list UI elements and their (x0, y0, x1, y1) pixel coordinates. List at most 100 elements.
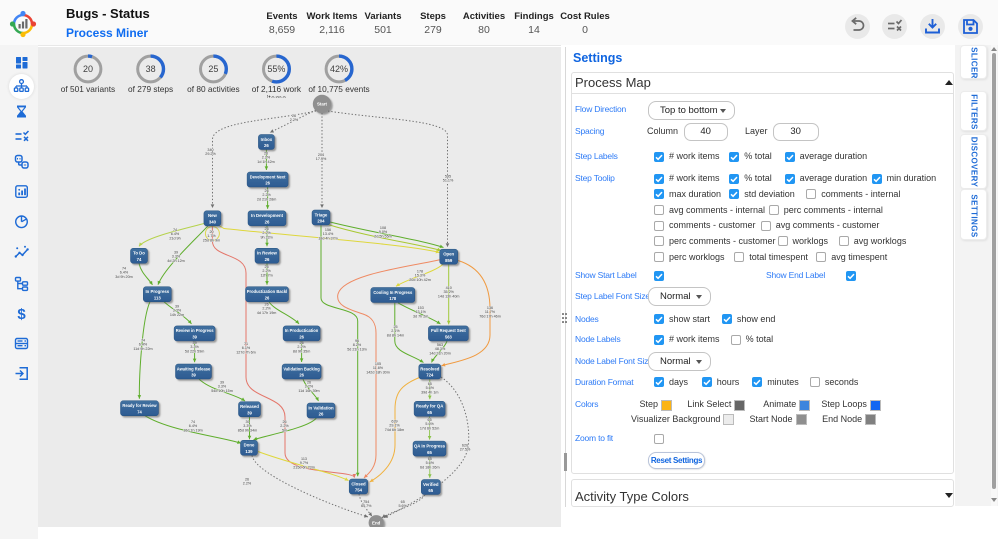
svg-text:25: 25 (208, 64, 218, 74)
svg-text:Validation Backlog: Validation Backlog (283, 366, 320, 371)
svg-text:74: 74 (137, 409, 142, 414)
svg-text:Ready for QA: Ready for QA (416, 404, 443, 409)
svg-text:655.6%: 655.6% (398, 500, 407, 508)
svg-text:204: 204 (317, 219, 325, 224)
svg-text:Open: Open (443, 252, 454, 257)
svg-text:of 279 steps: of 279 steps (128, 84, 173, 94)
svg-text:393.3%14h 22m: 393.3%14h 22m (170, 305, 184, 317)
svg-text:716.1%127d 7h 6m: 716.1%127d 7h 6m (236, 342, 255, 354)
svg-text:of 10,775 events: of 10,775 events (308, 84, 369, 94)
svg-text:393.3%5d 22h 59m: 393.3%5d 22h 59m (185, 341, 204, 353)
svg-text:393.3%4d 2h 12m: 393.3%4d 2h 12m (167, 251, 184, 263)
svg-text:262.2%11d 16h 39m: 262.2%11d 16h 39m (298, 381, 319, 393)
svg-text:26: 26 (299, 373, 304, 378)
svg-text:746.4%21d 9h: 746.4%21d 9h (169, 228, 180, 240)
svg-text:Review in Progress: Review in Progress (176, 328, 214, 333)
svg-text:Closed: Closed (351, 481, 366, 486)
svg-text:655.6%39d 4h 1m: 655.6%39d 4h 1m (421, 382, 438, 394)
svg-text:393.3%85d 9h 34m: 393.3%85d 9h 34m (238, 420, 257, 432)
svg-text:262.2%12h 7m: 262.2%12h 7m (260, 265, 272, 277)
svg-text:65: 65 (427, 450, 432, 455)
svg-text:Awaiting Release: Awaiting Release (177, 366, 211, 371)
svg-text:In Validation: In Validation (308, 405, 334, 410)
svg-text:262.2%5m: 262.2%5m (280, 420, 289, 432)
svg-text:724: 724 (426, 373, 434, 378)
svg-text:In Development: In Development (251, 213, 284, 218)
svg-text:$: $ (17, 306, 26, 322)
svg-text:26: 26 (265, 181, 270, 186)
svg-text:754: 754 (355, 488, 363, 493)
svg-text:of 501 variants: of 501 variants (61, 84, 115, 94)
svg-text:262.2%2d 21h 28m: 262.2%2d 21h 28m (257, 189, 276, 201)
svg-text:of 2,116 work: of 2,116 work (252, 84, 302, 94)
svg-text:Pull Request Sent: Pull Request Sent (431, 328, 466, 333)
svg-text:QA In Progress: QA In Progress (414, 443, 446, 448)
svg-text:26: 26 (265, 295, 270, 300)
svg-text:In Review: In Review (257, 251, 277, 256)
svg-text:Productization Backl: Productization Backl (247, 289, 288, 294)
svg-text:Done: Done (244, 443, 255, 448)
svg-text:Ready for Review: Ready for Review (122, 403, 157, 408)
svg-text:563: 563 (445, 335, 453, 340)
svg-text:201.7%25d 8h 9m: 201.7%25d 8h 9m (203, 230, 220, 242)
svg-text:New: New (208, 213, 217, 218)
svg-text:262.2%4d 17h 19m: 262.2%4d 17h 19m (257, 303, 276, 315)
svg-text:Verified: Verified (423, 482, 439, 487)
svg-text:74: 74 (137, 257, 142, 262)
svg-text:Resolved: Resolved (420, 366, 439, 371)
svg-text:859: 859 (445, 258, 453, 263)
svg-text:113: 113 (154, 295, 162, 300)
svg-text:In Productication: In Productication (285, 328, 319, 333)
svg-text:139: 139 (245, 449, 253, 454)
svg-text:262.2%9h 22m: 262.2%9h 22m (260, 227, 272, 239)
svg-text:55%: 55% (267, 64, 285, 74)
svg-text:746.4%16d 1h 19m: 746.4%16d 1h 19m (183, 420, 202, 432)
svg-text:Inbox: Inbox (261, 137, 273, 142)
svg-text:262.2%8d 9h 35m: 262.2%8d 9h 35m (293, 341, 310, 353)
svg-text:To Do: To Do (133, 251, 145, 256)
svg-text:968.2%5d 21h 13m: 968.2%5d 21h 13m (347, 339, 366, 351)
svg-text:In Progress: In Progress (145, 289, 169, 294)
svg-text:746.4%11d 9h 22m: 746.4%11d 9h 22m (133, 339, 152, 351)
svg-text:Released: Released (240, 404, 259, 409)
svg-text:262.2%: 262.2% (290, 114, 299, 122)
svg-text:746.4%3d 9h 20m: 746.4%3d 9h 20m (115, 267, 132, 279)
svg-text:65: 65 (427, 410, 432, 415)
svg-text:39: 39 (247, 410, 252, 415)
svg-text:655.6%17d 6h 52m: 655.6%17d 6h 52m (420, 418, 439, 430)
svg-text:Triage: Triage (315, 212, 328, 217)
svg-text:340: 340 (209, 220, 217, 225)
svg-text:End: End (372, 520, 381, 525)
svg-text:26: 26 (265, 220, 270, 225)
svg-text:252.1%8d 8h 14m: 252.1%8d 8h 14m (387, 325, 404, 337)
svg-text:39: 39 (191, 373, 196, 378)
svg-text:Cooling In Progress: Cooling In Progress (373, 290, 413, 295)
svg-text:39: 39 (192, 335, 197, 340)
svg-text:Start: Start (317, 102, 328, 107)
svg-text:26: 26 (299, 335, 304, 340)
svg-text:38: 38 (146, 64, 156, 74)
svg-text:26: 26 (265, 257, 270, 262)
svg-text:655.6%6d 18h 26m: 655.6%6d 18h 26m (420, 457, 439, 469)
svg-text:178: 178 (389, 296, 397, 301)
svg-text:20: 20 (83, 64, 93, 74)
svg-text:65: 65 (428, 488, 433, 493)
svg-text:393.3%54d 10h 15m: 393.3%54d 10h 15m (211, 381, 233, 393)
svg-text:26: 26 (319, 412, 324, 417)
svg-text:262.2%1d 1h 42m: 262.2%1d 1h 42m (257, 152, 274, 164)
svg-text:26: 26 (264, 143, 269, 148)
